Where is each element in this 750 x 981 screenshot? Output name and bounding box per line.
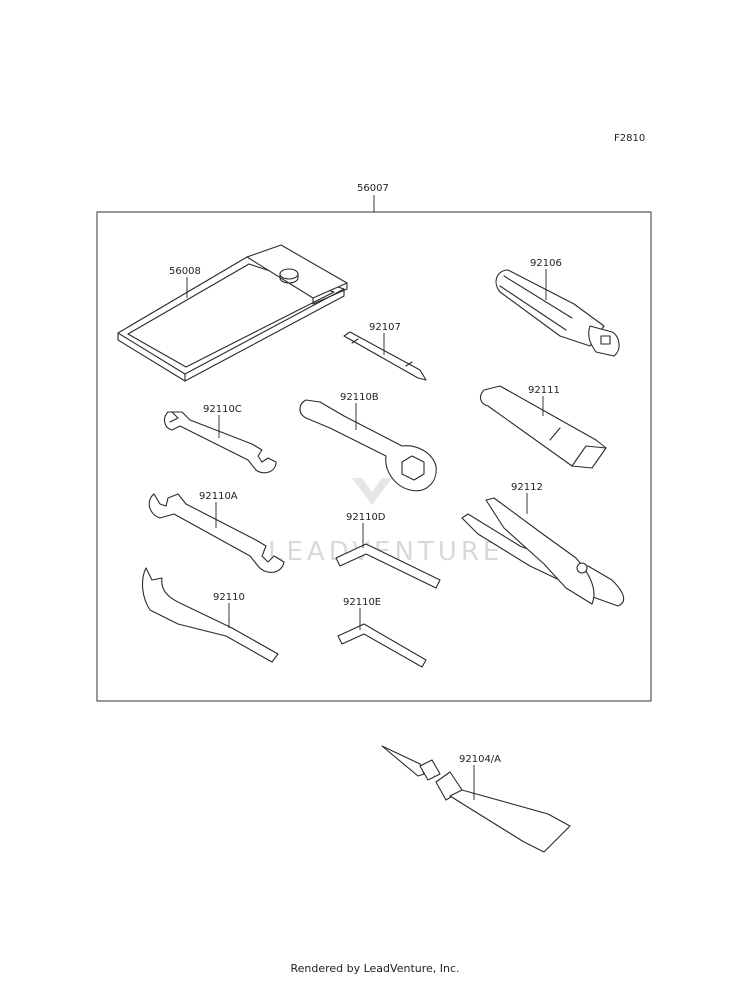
kit-label: 56007 <box>357 183 389 194</box>
kit-frame <box>96 211 652 702</box>
footer-credit: Rendered by LeadVenture, Inc. <box>290 962 460 975</box>
screwdriver-bit <box>343 331 427 381</box>
screwdriver-handle <box>495 269 620 357</box>
label-92111: 92111 <box>528 385 560 396</box>
label-92104a: 92104/A <box>459 754 501 765</box>
tool-pouch <box>117 244 348 382</box>
label-92110c: 92110C <box>203 404 242 415</box>
hex-key-92110e <box>337 623 427 668</box>
label-92107: 92107 <box>369 322 401 333</box>
label-92110e: 92110E <box>343 597 381 608</box>
figure-code: F2810 <box>614 133 645 144</box>
cement-tube <box>381 745 571 853</box>
hex-key-92110d <box>335 543 441 589</box>
ring-wrench-92110b <box>299 399 437 492</box>
label-92112: 92112 <box>511 482 543 493</box>
hook-spanner-92110 <box>141 567 279 663</box>
label-92106: 92106 <box>530 258 562 269</box>
label-92110d: 92110D <box>346 512 386 523</box>
extension-bar <box>479 385 607 469</box>
label-56008: 56008 <box>169 266 201 277</box>
wrench-92110c <box>163 411 277 474</box>
label-92110b: 92110B <box>340 392 379 403</box>
pliers <box>461 497 625 607</box>
wrench-92110a <box>148 493 285 573</box>
label-92110a: 92110A <box>199 491 238 502</box>
label-92110: 92110 <box>213 592 245 603</box>
